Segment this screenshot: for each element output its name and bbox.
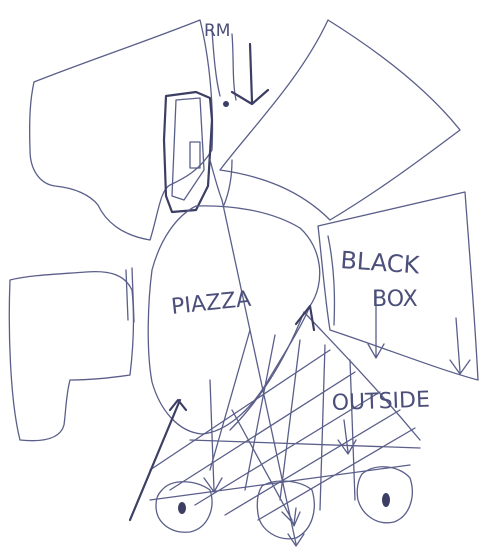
rm-room-inner [172, 98, 204, 200]
label-box: BOX [372, 287, 418, 312]
arrow-left-up [130, 400, 186, 520]
pod-center [257, 481, 314, 539]
label-piazza: PIAZZA [170, 287, 252, 320]
black-box-inner-wall [328, 236, 334, 325]
arrow-to-blackbox-right [450, 318, 470, 374]
pod-left-core [178, 502, 186, 514]
pod-right-core [382, 493, 390, 507]
corridor-lines [210, 30, 236, 205]
building-upper-right [220, 20, 460, 220]
rm-dot [223, 101, 229, 107]
arrow-piazza-to-pod-center [232, 410, 296, 524]
label-black: BLACK [340, 246, 422, 280]
rm-arrow [232, 44, 268, 104]
arrow-rm-to-pods [222, 200, 304, 546]
piazza-outline [148, 206, 320, 434]
building-upper-left [30, 20, 213, 240]
building-lower-left [9, 272, 133, 441]
label-outside: OUTSIDE [331, 388, 430, 416]
rm-door [190, 142, 200, 168]
label-rm: RM [204, 21, 230, 41]
